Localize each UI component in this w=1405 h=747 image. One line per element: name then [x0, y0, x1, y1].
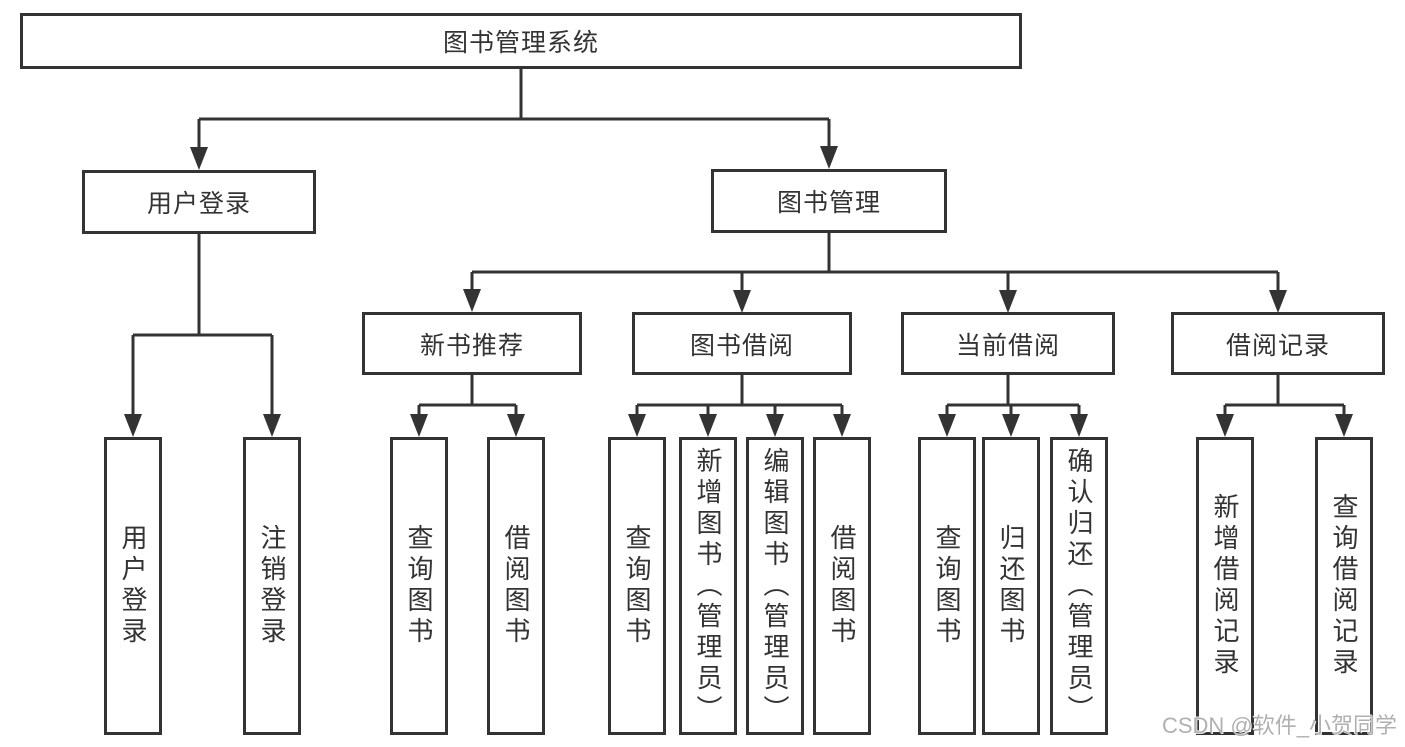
leaf-search-borrow-record: 查询借阅记录 [1315, 437, 1373, 735]
leaf-search-books-recommend: 查询图书 [390, 437, 448, 735]
node-book-borrowing: 图书借阅 [632, 312, 852, 375]
csdn-watermark: CSDN @软件_小贺同学 [1161, 713, 1397, 738]
node-book-management: 图书管理 [711, 169, 947, 233]
leaf-confirm-return-admin: 确认归还（管理员） [1050, 437, 1108, 735]
leaf-user-login: 用户登录 [104, 437, 162, 735]
leaf-search-books: 查询图书 [608, 437, 666, 735]
leaf-add-borrow-record: 新增借阅记录 [1196, 437, 1254, 735]
leaf-return-books: 归还图书 [982, 437, 1040, 735]
leaf-logout: 注销登录 [243, 437, 301, 735]
leaf-add-books-admin: 新增图书（管理员） [679, 437, 737, 735]
node-user-login: 用户登录 [82, 170, 316, 234]
node-borrow-records: 借阅记录 [1171, 312, 1385, 375]
leaf-borrow-books: 借阅图书 [813, 437, 871, 735]
leaf-edit-books-admin: 编辑图书（管理员） [746, 437, 804, 735]
leaf-borrow-books-recommend: 借阅图书 [487, 437, 545, 735]
node-new-book-recommendation: 新书推荐 [362, 312, 582, 375]
node-current-borrowing: 当前借阅 [901, 312, 1115, 375]
node-library-management-system: 图书管理系统 [20, 13, 1022, 69]
leaf-search-books-current: 查询图书 [918, 437, 976, 735]
